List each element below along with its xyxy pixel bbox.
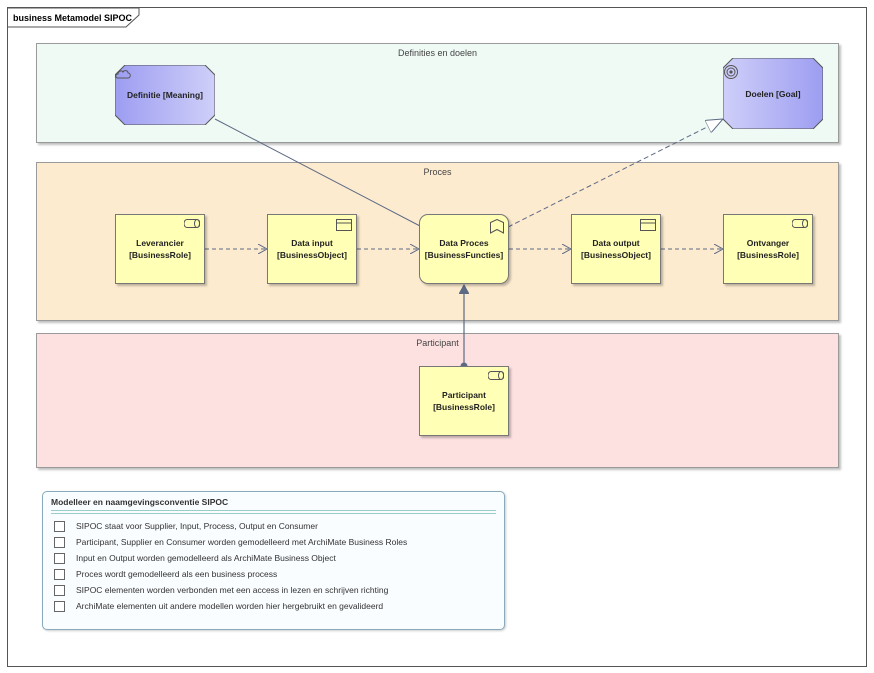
checklist: SIPOC staat voor Supplier, Input, Proces… <box>54 518 407 614</box>
checklist-text: SIPOC elementen worden verbonden met een… <box>76 585 389 595</box>
checkbox[interactable] <box>54 536 65 548</box>
element-type: [BusinessObject] <box>277 250 347 260</box>
element-label: Doelen [Goal] <box>745 88 801 99</box>
target-icon <box>724 65 738 79</box>
checkbox[interactable] <box>54 568 65 580</box>
note-title: Modelleer en naamgevingsconventie SIPOC <box>51 497 229 507</box>
group-label: Participant <box>416 338 459 348</box>
checklist-item: Participant, Supplier en Consumer worden… <box>54 534 407 550</box>
group-label: Definities en doelen <box>397 48 478 58</box>
checkbox[interactable] <box>54 584 65 596</box>
checklist-text: ArchiMate elementen uit andere modellen … <box>76 601 384 611</box>
element-definitie[interactable]: Definitie [Meaning] <box>115 65 215 125</box>
element-ontvanger[interactable]: Ontvanger [BusinessRole] <box>723 214 813 284</box>
cloud-icon <box>115 70 131 79</box>
element-data-input[interactable]: Data input [BusinessObject] <box>267 214 357 284</box>
group-label: Proces <box>423 167 452 177</box>
element-doelen[interactable]: Doelen [Goal] <box>723 58 823 129</box>
object-icon <box>336 219 352 231</box>
element-type: [BusinessRole] <box>737 250 799 260</box>
element-type: [BusinessFuncties] <box>424 250 504 260</box>
element-data-proces[interactable]: Data Proces [BusinessFuncties] <box>419 214 509 284</box>
note-divider <box>51 510 496 514</box>
checklist-text: SIPOC staat voor Supplier, Input, Proces… <box>76 521 318 531</box>
checklist-item: Input en Output worden gemodelleerd als … <box>54 550 407 566</box>
role-icon <box>792 219 808 228</box>
checkbox[interactable] <box>54 552 65 564</box>
octagon-shape <box>723 58 823 129</box>
checklist-item: Proces wordt gemodelleerd als een busine… <box>54 566 407 582</box>
element-type: [BusinessRole] <box>129 250 191 260</box>
frame-tab <box>8 8 140 28</box>
checklist-item: SIPOC elementen worden verbonden met een… <box>54 582 407 598</box>
checklist-text: Participant, Supplier en Consumer worden… <box>76 537 408 547</box>
element-leverancier[interactable]: Leverancier [BusinessRole] <box>115 214 205 284</box>
element-data-output[interactable]: Data output [BusinessObject] <box>571 214 661 284</box>
naming-convention-note[interactable]: Modelleer en naamgevingsconventie SIPOC … <box>42 491 505 630</box>
element-name: Data Proces <box>439 238 489 248</box>
checklist-text: Proces wordt gemodelleerd als een busine… <box>76 569 278 579</box>
element-type: [BusinessRole] <box>433 402 495 412</box>
diagram-frame: business Metamodel SIPOC <box>7 7 867 667</box>
checklist-item: ArchiMate elementen uit andere modellen … <box>54 598 407 614</box>
element-name: Ontvanger <box>746 238 790 248</box>
role-icon <box>184 219 200 228</box>
element-name: Participant <box>442 390 486 400</box>
element-name: Data output <box>592 238 640 248</box>
checkbox[interactable] <box>54 600 65 612</box>
role-icon <box>488 371 504 380</box>
element-type: [BusinessObject] <box>581 250 651 260</box>
checklist-text: Input en Output worden gemodelleerd als … <box>76 553 336 563</box>
checkbox[interactable] <box>54 520 65 532</box>
octagon-shape <box>115 65 215 125</box>
element-participant[interactable]: Participant [BusinessRole] <box>419 366 509 436</box>
object-icon <box>640 219 656 231</box>
element-name: Data input <box>291 238 333 248</box>
diagram-title: business Metamodel SIPOC <box>13 13 133 23</box>
checklist-item: SIPOC staat voor Supplier, Input, Proces… <box>54 518 407 534</box>
element-label: Definitie [Meaning] <box>126 90 204 100</box>
function-icon <box>490 219 504 234</box>
element-name: Leverancier <box>136 238 184 248</box>
